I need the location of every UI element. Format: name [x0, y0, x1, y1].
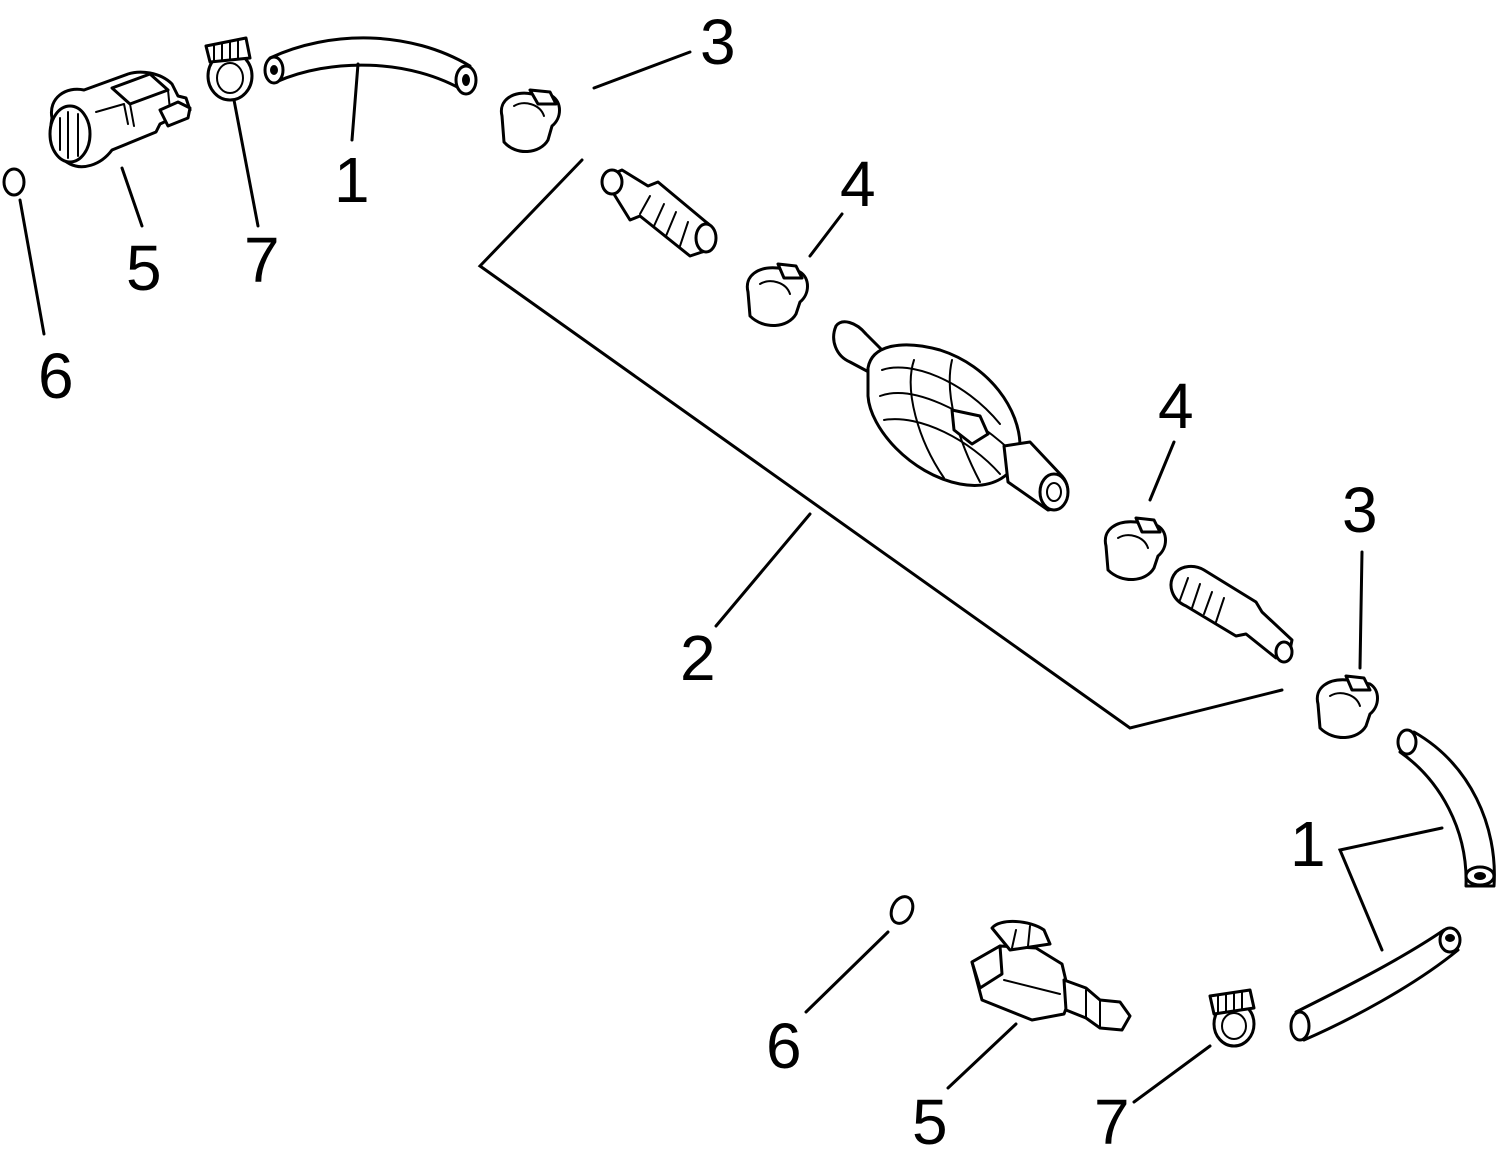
callout-6-top: 6	[38, 340, 74, 412]
hose-clip-top	[499, 88, 561, 153]
callout-3-bottom: 3	[1342, 474, 1378, 546]
callout-3-top: 3	[700, 6, 736, 78]
hose-fitting-lower	[1169, 564, 1294, 664]
primer-bulb	[832, 320, 1070, 512]
fuel-hose-top	[263, 36, 478, 96]
callout-1-bottom: 1	[1290, 808, 1326, 880]
callout-5-top: 5	[126, 232, 162, 304]
callout-4-upper: 4	[840, 148, 876, 220]
bulb-clip-lower	[1103, 516, 1167, 581]
hose-clamp-bottom	[1208, 988, 1256, 1048]
fuel-hose-bottom-lower	[1289, 926, 1462, 1042]
fuel-hose-bottom-upper	[1396, 728, 1496, 888]
o-ring-top	[2, 167, 26, 197]
callout-4-lower: 4	[1158, 370, 1194, 442]
callout-2: 2	[680, 622, 716, 694]
callout-6-bottom: 6	[766, 1010, 802, 1082]
bulb-clip-upper	[745, 262, 809, 327]
callout-7-top: 7	[244, 224, 280, 296]
fuel-connector-engine	[48, 70, 192, 169]
callout-7-bottom: 7	[1094, 1086, 1130, 1158]
hose-clamp-top	[204, 36, 254, 102]
o-ring-bottom	[889, 895, 915, 925]
hose-clip-lower	[1315, 674, 1379, 739]
callout-5-bottom: 5	[912, 1086, 948, 1158]
callout-1-top: 1	[334, 144, 370, 216]
fuel-connector-tank	[970, 920, 1132, 1032]
hose-fitting-upper	[600, 168, 718, 258]
leader-lines	[18, 50, 1444, 1104]
